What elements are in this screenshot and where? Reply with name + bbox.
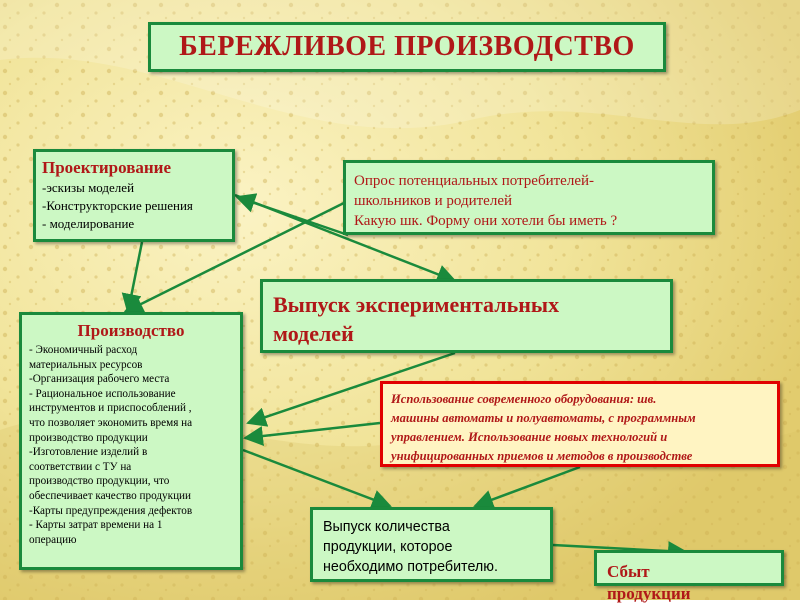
quantity-line: продукции, которое — [323, 539, 453, 555]
modern-equipment-box: Использование современного оборудования:… — [380, 381, 780, 467]
production-line: материальных ресурсов — [29, 358, 143, 371]
sales-line: продукции — [607, 584, 691, 603]
production-line: - Экономичный расход — [29, 344, 138, 356]
quantity-line: необходимо потребителю. — [323, 559, 498, 575]
production-line: обеспечивает качество продукции — [29, 489, 192, 502]
quantity-box: Выпуск количества продукции, которое нео… — [310, 507, 553, 582]
production-heading: Производство — [77, 321, 185, 340]
design-line: - моделирование — [42, 216, 135, 231]
production-line: производство продукции — [29, 431, 148, 444]
survey-line: школьников и родителей — [354, 193, 513, 209]
design-heading: Проектирование — [42, 158, 172, 177]
survey-line: Какую шк. Форму они хотели бы иметь ? — [354, 213, 618, 229]
production-line: -Карты предупреждения дефектов — [29, 504, 193, 517]
modern-line: машины автоматы и полуавтоматы, с програ… — [391, 411, 696, 425]
release-line: моделей — [273, 321, 354, 346]
production-box: Производство - Экономичный расход матери… — [19, 312, 243, 570]
production-line: -Организация рабочего места — [29, 373, 170, 386]
production-line: соответствии с ТУ на — [29, 460, 132, 473]
survey-line: Опрос потенциальных потребителей- — [354, 173, 594, 189]
design-line: -Конструкторские решения — [42, 198, 193, 213]
page-title: БЕРЕЖЛИВОЕ ПРОИЗВОДСТВО — [179, 31, 635, 62]
production-line: операцию — [29, 533, 77, 546]
sales-box: Сбыт продукции — [594, 550, 784, 603]
release-line: Выпуск экспериментальных — [273, 292, 560, 317]
production-line: производство продукции, что — [29, 475, 170, 488]
modern-line: управлением. Использование новых техноло… — [391, 430, 668, 444]
design-box: Проектирование -эскизы моделей -Конструк… — [33, 149, 235, 242]
sales-line: Сбыт — [607, 562, 650, 581]
design-line: -эскизы моделей — [42, 180, 135, 195]
production-line: что позволяет экономить время на — [29, 416, 193, 429]
survey-box: Опрос потенциальных потребителей- школьн… — [343, 160, 715, 235]
title-box: БЕРЕЖЛИВОЕ ПРОИЗВОДСТВО — [148, 22, 666, 72]
quantity-line: Выпуск количества — [323, 519, 450, 535]
modern-line: унифицированных приемов и методов в прои… — [391, 449, 693, 463]
modern-line: Использование современного оборудования:… — [391, 392, 657, 406]
production-line: - Карты затрат времени на 1 — [29, 519, 163, 532]
production-line: -Изготовление изделий в — [29, 446, 148, 459]
production-line: инструментов и приспособлений , — [29, 402, 192, 415]
experimental-release-box: Выпуск экспериментальных моделей — [260, 279, 673, 353]
production-line: - Рациональное использование — [29, 387, 176, 400]
